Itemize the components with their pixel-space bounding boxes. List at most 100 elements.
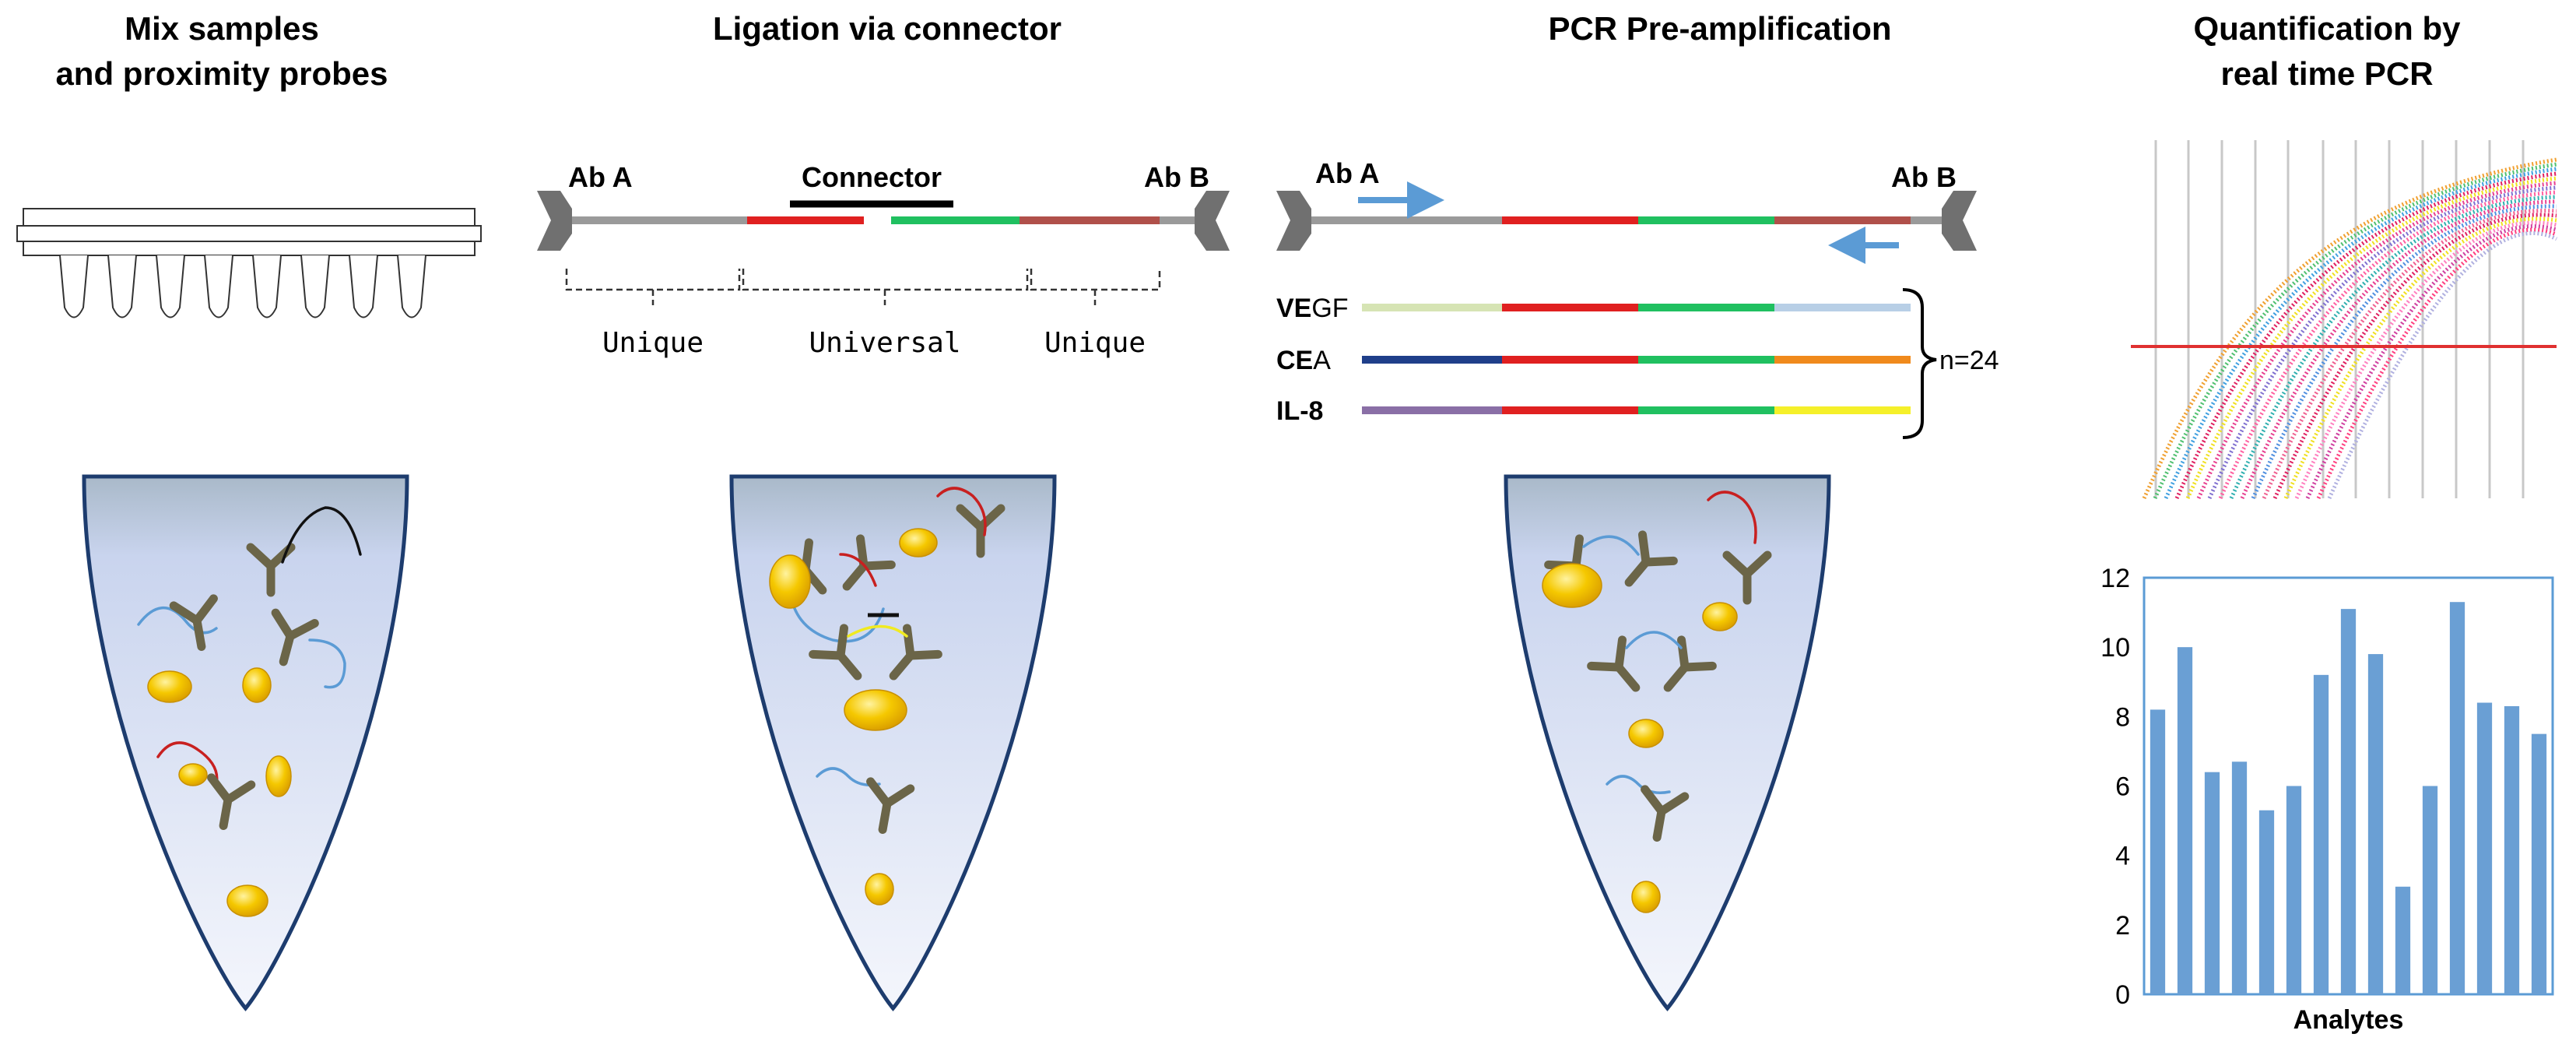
bar (2231, 761, 2248, 994)
bead-icon (242, 667, 272, 703)
step4-title-line2: real time PCR (2220, 55, 2434, 92)
dna-strand (1707, 491, 1757, 544)
amplification-curve (2305, 224, 2557, 500)
bar (2367, 654, 2384, 994)
dna-strand (1625, 631, 1683, 649)
bead-icon (265, 755, 292, 797)
bead-icon (1542, 563, 1602, 608)
connector-label: Connector (802, 161, 942, 193)
step1-title-line1: Mix samples (125, 10, 319, 47)
bar (2449, 602, 2465, 994)
reaction-tube (1504, 474, 1831, 1011)
bead-icon (226, 884, 268, 917)
dna-strand (1606, 775, 1671, 794)
dna-strand (839, 553, 877, 587)
amplification-curve (2153, 162, 2557, 500)
strip-well (397, 255, 426, 318)
amplification-plot (2131, 140, 2558, 500)
bar (2177, 647, 2193, 994)
dna-strand (308, 638, 346, 689)
y-tick-label: 2 (2115, 911, 2130, 941)
step2-title: Ligation via connector (591, 6, 1183, 51)
bar (2476, 702, 2493, 994)
strip-well (107, 255, 137, 318)
bead-icon (844, 689, 907, 731)
amplification-curve (2164, 167, 2557, 500)
amplification-curve (2316, 227, 2557, 500)
pcr-strip-tubes (16, 208, 482, 318)
bead-icon (899, 528, 938, 557)
y-tick-label: 10 (2100, 633, 2130, 663)
amplification-curve (2207, 185, 2557, 500)
bead-icon (147, 670, 192, 703)
pcr-ab-a-label: Ab A (1315, 157, 1380, 189)
dna-strand (281, 506, 362, 564)
analyte-label: CEA (1276, 346, 1331, 375)
bar (2258, 810, 2275, 994)
step1-title: Mix samples and proximity probes (23, 6, 420, 97)
amplification-curve (2294, 220, 2557, 500)
strip-well (349, 255, 378, 318)
amplification-curve (2240, 199, 2557, 500)
dna-strand (847, 624, 908, 638)
bead-icon (769, 554, 811, 609)
bead-icon (1631, 881, 1661, 913)
universal-label: Universal (809, 327, 960, 359)
pcr-antibody-a-icon (1276, 191, 1311, 251)
y-tick-label: 0 (2115, 980, 2130, 1010)
amplification-curve (2251, 204, 2557, 500)
amplification-curve (2229, 195, 2557, 500)
dna-strand (137, 607, 218, 635)
chart-x-axis-label: Analytes (2293, 1005, 2404, 1035)
dna-strand (156, 741, 219, 786)
bar (2204, 772, 2220, 994)
amplification-curve (2174, 171, 2557, 500)
unique-right-label: Unique (1044, 327, 1146, 359)
bead-icon (1628, 719, 1664, 748)
y-tick-label: 8 (2115, 702, 2130, 732)
strip-well (156, 255, 185, 318)
bar (2150, 709, 2166, 994)
reaction-tube (82, 474, 409, 1011)
amplification-curve (2272, 213, 2557, 500)
amplification-curve (2283, 216, 2557, 500)
bead-icon (865, 873, 894, 906)
strip-well (59, 255, 89, 318)
dna-strand (936, 487, 987, 536)
step4-title-line1: Quantification by (2193, 10, 2461, 47)
amplification-curve (2218, 190, 2557, 500)
bar (2422, 786, 2438, 994)
ab-a-label: Ab A (568, 161, 633, 193)
bead-icon (1702, 602, 1738, 631)
bar (2504, 705, 2520, 994)
bead-icon (178, 763, 208, 786)
step3-title: PCR Pre-amplification (1463, 6, 1977, 51)
analyte-label: IL-8 (1276, 396, 1323, 426)
bar (2531, 733, 2547, 994)
pcr-construct: Ab A Ab B VEGF CEA IL-8 n=24 (1276, 157, 1999, 439)
amplification-curve (2327, 231, 2558, 500)
pcr-ab-b-label: Ab B (1891, 161, 1957, 193)
antibody-a-icon (537, 191, 572, 251)
analyte-brace (1902, 288, 1937, 439)
analyte-label: VEGF (1276, 294, 1349, 323)
step1-title-line2: and proximity probes (55, 55, 388, 92)
step3-title-line1: PCR Pre-amplification (1548, 10, 1892, 47)
pcr-antibody-b-icon (1942, 191, 1977, 251)
strip-well (204, 255, 233, 318)
y-tick-label: 12 (2100, 564, 2130, 593)
dna-strand (1582, 535, 1640, 556)
strip-well (252, 255, 282, 318)
bar (2395, 886, 2411, 994)
amplification-curve (2262, 209, 2557, 500)
step2-title-line1: Ligation via connector (712, 10, 1062, 47)
amplification-curve (2142, 157, 2557, 500)
bar (2286, 786, 2302, 994)
ligation-construct: Ab A Ab B Connector Unique Universal Uni… (537, 161, 1230, 359)
reaction-tube (729, 474, 1057, 1011)
ab-b-label: Ab B (1144, 161, 1209, 193)
n-count-label: n=24 (1939, 346, 1999, 375)
strip-well (300, 255, 330, 318)
